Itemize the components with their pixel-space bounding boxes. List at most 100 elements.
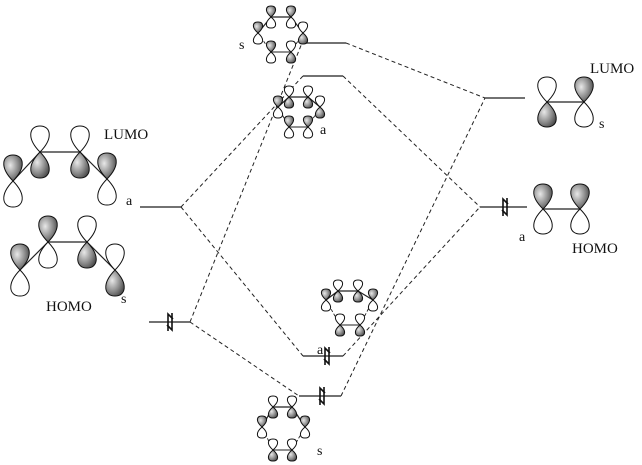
p-orbital-icon	[574, 76, 594, 128]
p-orbital-icon	[105, 243, 125, 297]
diene-lumo-orbital	[12, 151, 108, 182]
open-lobe	[286, 395, 298, 408]
p-orbital-icon	[252, 21, 264, 45]
open-lobe	[265, 51, 277, 64]
electron-pair-icon	[323, 346, 331, 366]
product-orbital-2-symmetry: a	[320, 123, 327, 138]
shaded-lobe	[286, 406, 298, 419]
shaded-lobe	[70, 151, 90, 179]
correlation-line	[180, 75, 304, 208]
p-orbital-icon	[302, 115, 314, 139]
open-lobe	[3, 180, 23, 208]
p-orbital-icon	[272, 95, 284, 119]
shaded-lobe	[285, 51, 297, 64]
shaded-lobe	[97, 152, 117, 180]
dienophile-homo-label: HOMO	[572, 241, 618, 257]
p-orbital-icon	[283, 85, 295, 109]
shaded-lobe	[367, 288, 379, 301]
correlation-line	[189, 321, 300, 397]
open-lobe	[302, 85, 314, 98]
p-orbital-icon	[299, 415, 311, 439]
p-orbital-icon	[38, 215, 58, 269]
correlation-line	[345, 42, 486, 99]
product-orbital-4-symmetry: s	[317, 444, 322, 459]
p-orbital-icon	[70, 125, 90, 179]
open-lobe	[320, 299, 332, 312]
open-lobe	[77, 215, 97, 243]
shaded-lobe	[570, 183, 590, 210]
open-lobe	[352, 279, 364, 292]
shaded-lobe	[297, 32, 309, 45]
bond	[277, 106, 290, 128]
electron-pair-icon	[166, 312, 174, 332]
open-lobe	[70, 125, 90, 153]
open-lobe	[302, 126, 314, 139]
product-orbital-3-drawing	[325, 290, 374, 326]
p-orbital-icon	[297, 21, 309, 45]
p-orbital-icon	[285, 5, 297, 29]
shaded-lobe	[283, 96, 295, 109]
shaded-lobe	[286, 449, 298, 462]
shaded-lobe	[354, 324, 366, 337]
shaded-lobe	[302, 115, 314, 128]
p-orbital-icon	[267, 395, 279, 419]
shaded-lobe	[574, 76, 594, 103]
p-orbital-icon	[286, 438, 298, 462]
product-orbital-3-symmetry: a	[317, 343, 324, 358]
open-lobe	[97, 178, 117, 206]
spin-down-arrow	[318, 387, 325, 406]
p-orbital-icon	[302, 85, 314, 109]
diene-homo-label: HOMO	[46, 299, 92, 315]
p-orbital-icon	[267, 438, 279, 462]
spin-down-arrow	[501, 198, 508, 217]
diene-lumo-symmetry: a	[126, 194, 133, 209]
p-orbital-icon	[30, 125, 50, 179]
open-lobe	[283, 126, 295, 139]
p-orbital-icon	[77, 215, 97, 269]
shaded-lobe	[334, 324, 346, 337]
open-lobe	[272, 106, 284, 119]
product-orbital-1-symmetry: s	[239, 38, 244, 53]
p-orbital-icon	[537, 76, 557, 128]
dienophile-homo-symmetry: a	[519, 230, 526, 245]
open-lobe	[354, 313, 366, 326]
correlation-line	[340, 97, 486, 397]
diene-homo-orbital	[19, 241, 116, 271]
shaded-lobe	[352, 290, 364, 303]
p-orbital-icon	[354, 313, 366, 337]
shaded-lobe	[272, 95, 284, 108]
open-lobe	[332, 279, 344, 292]
bond	[290, 32, 304, 53]
correlation-lines	[180, 42, 486, 397]
p-orbital-icon	[367, 288, 379, 312]
shaded-lobe	[267, 406, 279, 419]
p-orbital-icon	[570, 183, 590, 235]
p-orbital-icon	[314, 95, 326, 119]
open-lobe	[265, 16, 277, 29]
open-lobe	[267, 438, 279, 451]
open-lobe	[297, 21, 309, 34]
open-lobe	[570, 208, 590, 235]
correlation-line	[342, 206, 481, 357]
shaded-lobe	[267, 449, 279, 462]
p-orbital-icon	[283, 115, 295, 139]
open-lobe	[30, 125, 50, 153]
shaded-lobe	[332, 290, 344, 303]
p-orbital-icon	[10, 243, 30, 297]
shaded-lobe	[283, 115, 295, 128]
open-lobe	[10, 269, 30, 297]
open-lobe	[285, 16, 297, 29]
orbital-drawings	[3, 5, 594, 462]
p-orbital-icon	[286, 395, 298, 419]
p-orbital-icon	[265, 5, 277, 29]
p-orbital-icon	[97, 152, 117, 206]
shaded-lobe	[302, 96, 314, 109]
p-orbital-icon	[320, 288, 332, 312]
open-lobe	[267, 395, 279, 408]
open-lobe	[367, 299, 379, 312]
shaded-lobe	[299, 415, 311, 428]
open-lobe	[537, 76, 557, 103]
p-orbital-icon	[285, 40, 297, 64]
bond	[307, 106, 321, 128]
